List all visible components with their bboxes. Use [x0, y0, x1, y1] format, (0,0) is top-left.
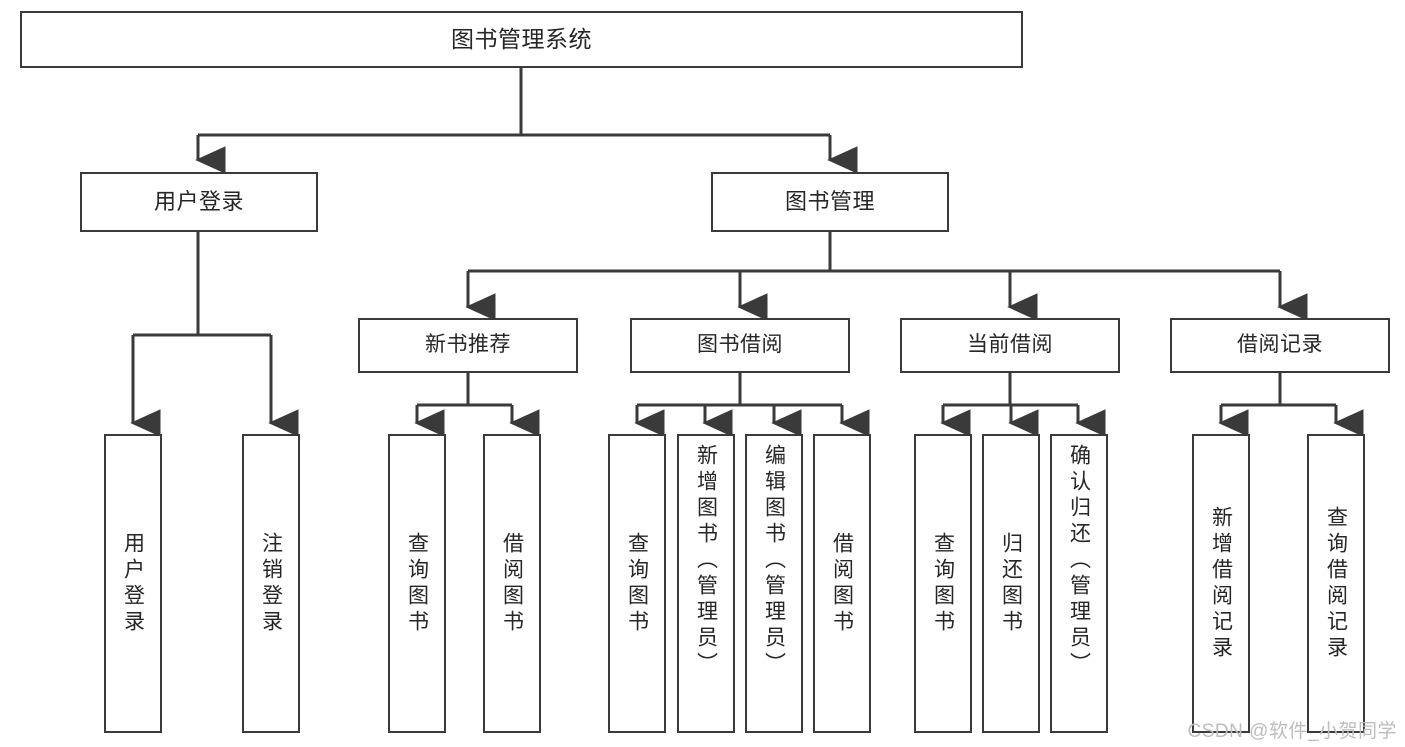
csdn-watermark: CSDN @软件_小贺同学 — [1187, 721, 1397, 742]
node-label: 查询图书 — [931, 531, 955, 636]
node-borrow-record[interactable]: 借阅记录 — [1170, 318, 1390, 373]
leaf-logout-login[interactable]: 注销登录 — [242, 434, 300, 733]
node-label: 查询图书 — [405, 531, 429, 636]
leaf-add-book[interactable]: 新增图书（管理员） — [677, 434, 735, 733]
leaf-borrow-book-2[interactable]: 借阅图书 — [813, 434, 871, 733]
node-label: 用户登录 — [121, 531, 145, 636]
node-label: 新书推荐 — [425, 333, 511, 357]
node-label: 新增图书（管理员） — [694, 444, 718, 678]
node-label: 图书管理 — [784, 189, 875, 215]
node-root-book-management-system[interactable]: 图书管理系统 — [20, 11, 1023, 68]
leaf-query-book-1[interactable]: 查询图书 — [388, 434, 446, 733]
node-book-manage[interactable]: 图书管理 — [711, 172, 949, 232]
node-label: 确认归还（管理员） — [1067, 444, 1091, 678]
node-label: 归还图书 — [999, 531, 1023, 636]
node-new-book-recommend[interactable]: 新书推荐 — [358, 318, 578, 373]
leaf-query-book-3[interactable]: 查询图书 — [914, 434, 972, 733]
node-label: 借阅记录 — [1237, 333, 1323, 357]
node-label: 图书管理系统 — [451, 25, 592, 52]
node-label: 注销登录 — [259, 531, 283, 636]
leaf-edit-book[interactable]: 编辑图书（管理员） — [745, 434, 803, 733]
leaf-confirm-return[interactable]: 确认归还（管理员） — [1050, 434, 1108, 733]
leaf-query-borrow-record[interactable]: 查询借阅记录 — [1307, 434, 1365, 733]
node-user-login[interactable]: 用户登录 — [80, 172, 318, 232]
leaf-user-login[interactable]: 用户登录 — [104, 434, 162, 733]
node-label: 当前借阅 — [967, 333, 1053, 357]
leaf-add-borrow-record[interactable]: 新增借阅记录 — [1192, 434, 1250, 733]
node-label: 新增借阅记录 — [1209, 505, 1233, 662]
leaf-return-book[interactable]: 归还图书 — [982, 434, 1040, 733]
leaf-query-book-2[interactable]: 查询图书 — [608, 434, 666, 733]
node-label: 借阅图书 — [830, 531, 854, 636]
node-label: 查询图书 — [625, 531, 649, 636]
leaf-borrow-book-1[interactable]: 借阅图书 — [483, 434, 541, 733]
node-current-borrow[interactable]: 当前借阅 — [900, 318, 1120, 373]
node-label: 查询借阅记录 — [1324, 505, 1348, 662]
node-label: 借阅图书 — [500, 531, 524, 636]
node-book-borrow[interactable]: 图书借阅 — [630, 318, 850, 373]
node-label: 用户登录 — [153, 189, 244, 215]
node-label: 编辑图书（管理员） — [762, 444, 786, 678]
node-label: 图书借阅 — [697, 333, 783, 357]
